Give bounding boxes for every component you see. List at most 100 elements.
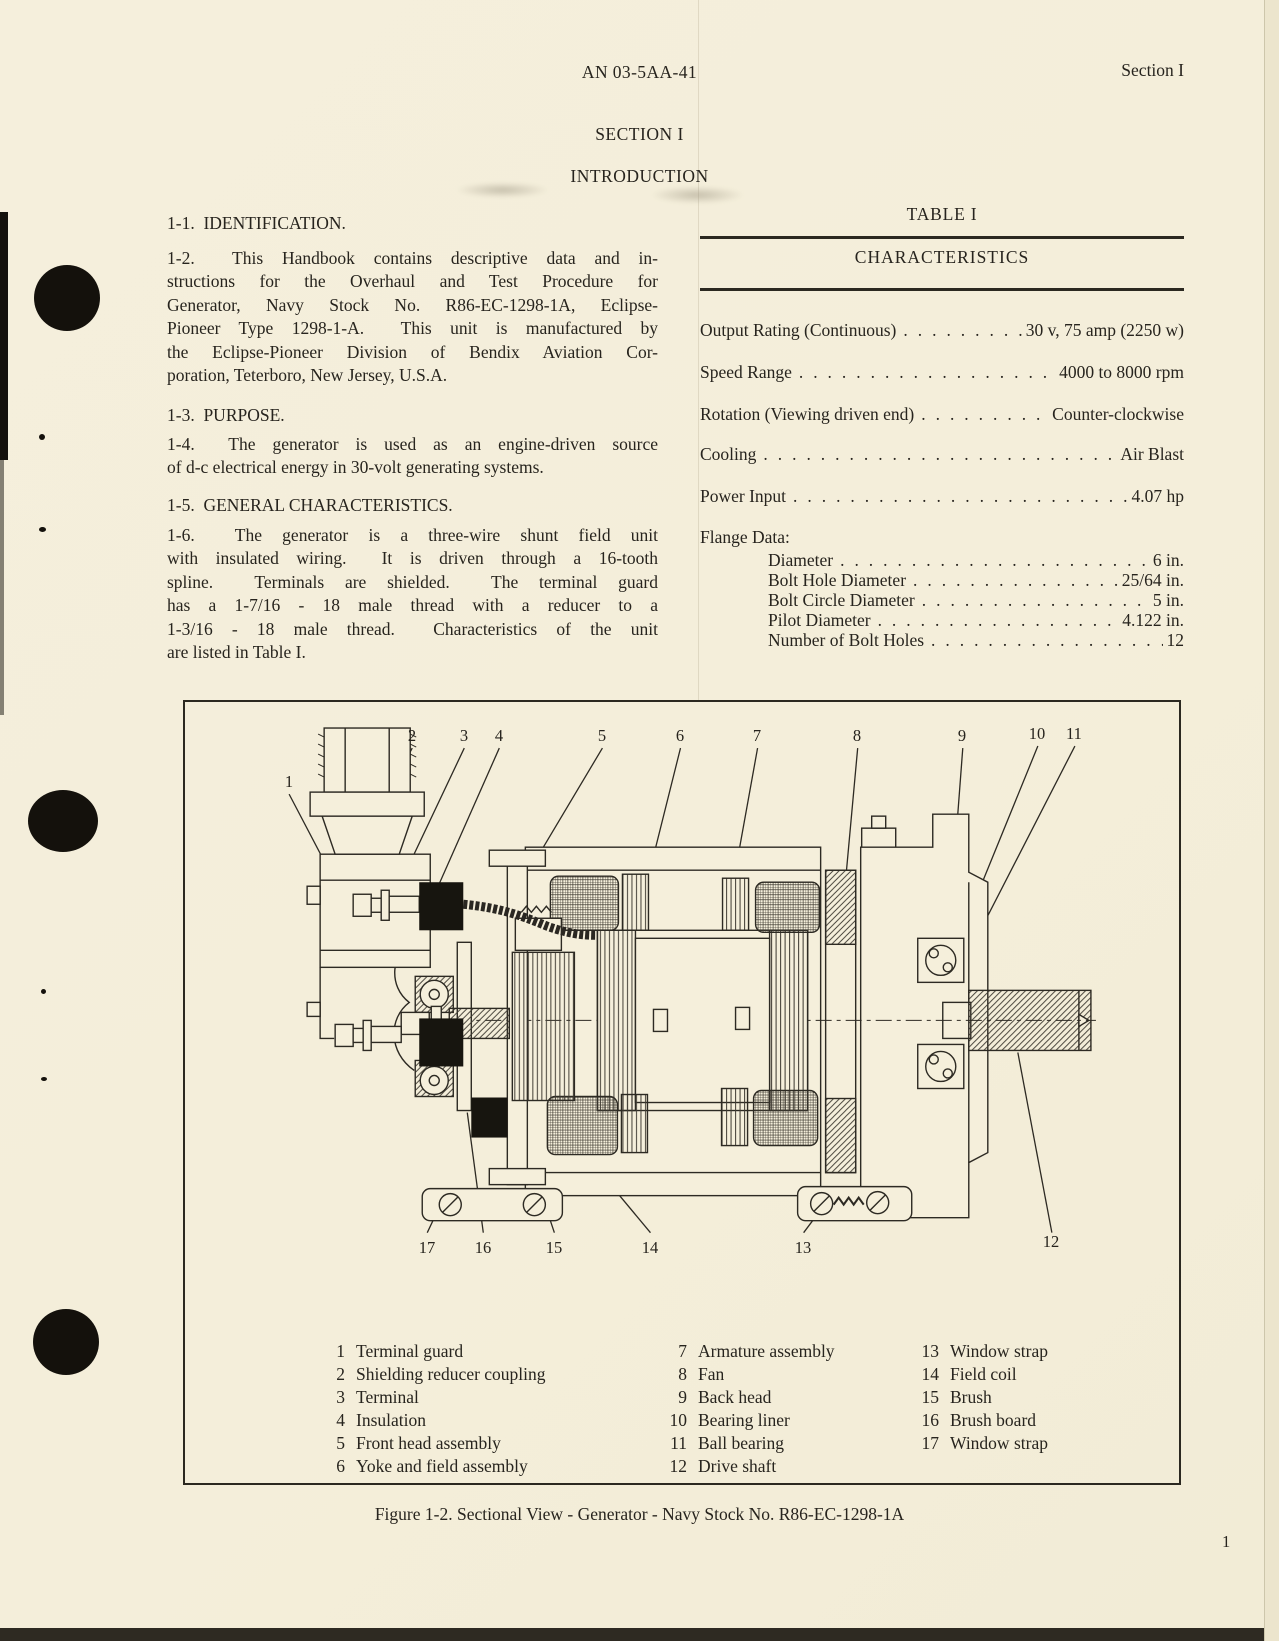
table-row: Diameter. . . . . . . . . . . . . . . . … — [700, 550, 1184, 571]
paper-crease — [698, 0, 699, 700]
dot-leader: . . . . . . . . . . . . . . . . . . . . … — [921, 404, 1048, 424]
table-row: Speed Range. . . . . . . . . . . . . . .… — [700, 362, 1184, 383]
ink-smudge — [455, 182, 550, 198]
legend-number: 9 — [678, 1387, 687, 1407]
shielding-reducer-coupling — [309, 727, 425, 855]
legend-text: Window strap — [950, 1433, 1048, 1453]
paragraph-line: 1-3/16 - 18 male thread. Characteristics… — [167, 618, 658, 639]
paragraph-line: with insulated wiring. It is driven thro… — [167, 548, 658, 569]
pole-laminations — [620, 873, 750, 1154]
table-rule-bottom — [700, 288, 1184, 291]
table-row-value: 4000 to 8000 rpm — [1059, 362, 1184, 382]
generator-machine — [306, 727, 1096, 1222]
fan — [824, 869, 857, 1174]
dot-leader: . . . . . . . . . . . . . . . . . . . . … — [903, 320, 1021, 340]
legend-text: Field coil — [950, 1364, 1017, 1384]
table-row-value: 4.07 hp — [1131, 486, 1185, 506]
dot-leader: . . . . . . . . . . . . . . . . . . . . … — [793, 486, 1127, 506]
terminals — [334, 889, 420, 1052]
legend-number: 15 — [921, 1387, 940, 1407]
legend-text: Fan — [698, 1364, 725, 1384]
legend-number: 1 — [336, 1341, 345, 1361]
heading-general-characteristics: 1-5. GENERAL CHARACTERISTICS. — [167, 495, 453, 515]
paragraph-line: 1-6. The generator is a three-wire shunt… — [167, 525, 658, 545]
legend-text: Bearing liner — [698, 1410, 790, 1430]
table-row-label: Flange Data: — [700, 527, 790, 547]
figure-callout: 4 — [494, 726, 504, 745]
legend-number: 4 — [336, 1410, 345, 1430]
figure-callout: 8 — [852, 726, 862, 745]
table-title: TABLE I — [906, 204, 978, 224]
legend-item: 9 Back head — [663, 1386, 835, 1409]
heading-purpose: 1-3. PURPOSE. — [167, 405, 285, 425]
paragraph-line: of d-c electrical energy in 30-volt gene… — [167, 457, 544, 478]
legend-text: Back head — [698, 1387, 772, 1407]
ball-bearing-upper — [917, 937, 965, 984]
figure-callout: 12 — [1042, 1232, 1060, 1251]
figure-callout: 6 — [675, 726, 685, 745]
table-row-label: Bolt Hole Diameter — [768, 570, 907, 590]
table-row-value: 30 v, 75 amp (2250 w) — [1025, 320, 1184, 340]
table-row: Bolt Hole Diameter . . . . . . . . . . . … — [700, 570, 1184, 591]
table-row-label: Output Rating (Continuous) — [700, 320, 897, 340]
paragraph-line: has a 1-7/16 - 18 male thread with a red… — [167, 595, 658, 616]
legend-number: 5 — [336, 1433, 345, 1453]
paragraph-line: 1-4. The generator is used as an engine-… — [167, 434, 658, 454]
binder-hole — [28, 790, 98, 852]
figure-callout: 5 — [597, 726, 607, 745]
scan-edge-bottom — [0, 1628, 1279, 1641]
legend-text: Shielding reducer coupling — [356, 1364, 546, 1384]
figure-callout: 7 — [752, 726, 762, 745]
field-coils — [546, 875, 821, 1156]
legend-text: Drive shaft — [698, 1456, 777, 1476]
dot-leader: . . . . . . . . . . . . . . . . . . . . … — [877, 610, 1119, 630]
table-row-label: Pilot Diameter — [768, 610, 871, 630]
dot-leader: . . . . . . . . . . . . . . . . . . . . … — [798, 362, 1055, 382]
legend-number: 12 — [669, 1456, 688, 1476]
section-subtitle: INTRODUCTION — [570, 166, 709, 186]
figure-callout: 3 — [459, 726, 469, 745]
legend-text: Yoke and field assembly — [356, 1456, 528, 1476]
paragraph-line: the Eclipse-Pioneer Division of Bendix A… — [167, 341, 658, 362]
paragraph-1-4: 1-4. The generator is used as an engine-… — [167, 433, 658, 480]
dot-leader: . . . . . . . . . . . . . . . . . . . . … — [840, 550, 1149, 570]
table-row: Bolt Circle Diameter. . . . . . . . . . … — [700, 590, 1184, 611]
table-row: Cooling. . . . . . . . . . . . . . . . .… — [700, 444, 1184, 465]
paragraph-line: structions for the Overhaul and Test Pro… — [167, 271, 658, 292]
table-row-value: 25/64 in. — [1121, 570, 1184, 590]
heading-identification: 1-1. IDENTIFICATION. — [167, 213, 346, 233]
table-row-label: Number of Bolt Holes — [768, 630, 925, 650]
legend-number: 7 — [678, 1341, 687, 1361]
table-row-value: Counter-clockwise — [1052, 404, 1184, 424]
dot-leader: . . . . . . . . . . . . . . . . . . . . … — [931, 630, 1162, 650]
dot-leader: . . . . . . . . . . . . . . . . . . . . … — [913, 570, 1118, 590]
legend-text: Ball bearing — [698, 1433, 785, 1453]
window-strap-right — [796, 1185, 913, 1222]
terminal-guard — [306, 853, 431, 1040]
paragraph-line: Pioneer Type 1298-1-A. This unit is manu… — [167, 318, 658, 339]
legend-item: 5 Front head assembly — [321, 1432, 546, 1455]
figure-caption: Figure 1-2. Sectional View - Generator -… — [374, 1504, 905, 1524]
legend-number: 16 — [921, 1410, 940, 1430]
dot-leader: . . . . . . . . . . . . . . . . . . . . … — [921, 590, 1149, 610]
table-row-label: Power Input — [700, 486, 787, 506]
figure-callout: 11 — [1066, 724, 1082, 743]
legend-item: 12 Drive shaft — [663, 1455, 835, 1478]
figure-callout: 17 — [418, 1238, 436, 1257]
legend-text: Front head assembly — [356, 1433, 501, 1453]
generator-sectional-drawing — [288, 727, 1096, 1234]
legend-number: 2 — [336, 1364, 345, 1384]
paragraph-line: spline. Terminals are shielded. The term… — [167, 571, 658, 592]
table-row-value: Air Blast — [1120, 444, 1184, 464]
paragraph-line: 1-2. This Handbook contains descriptive … — [167, 248, 658, 268]
